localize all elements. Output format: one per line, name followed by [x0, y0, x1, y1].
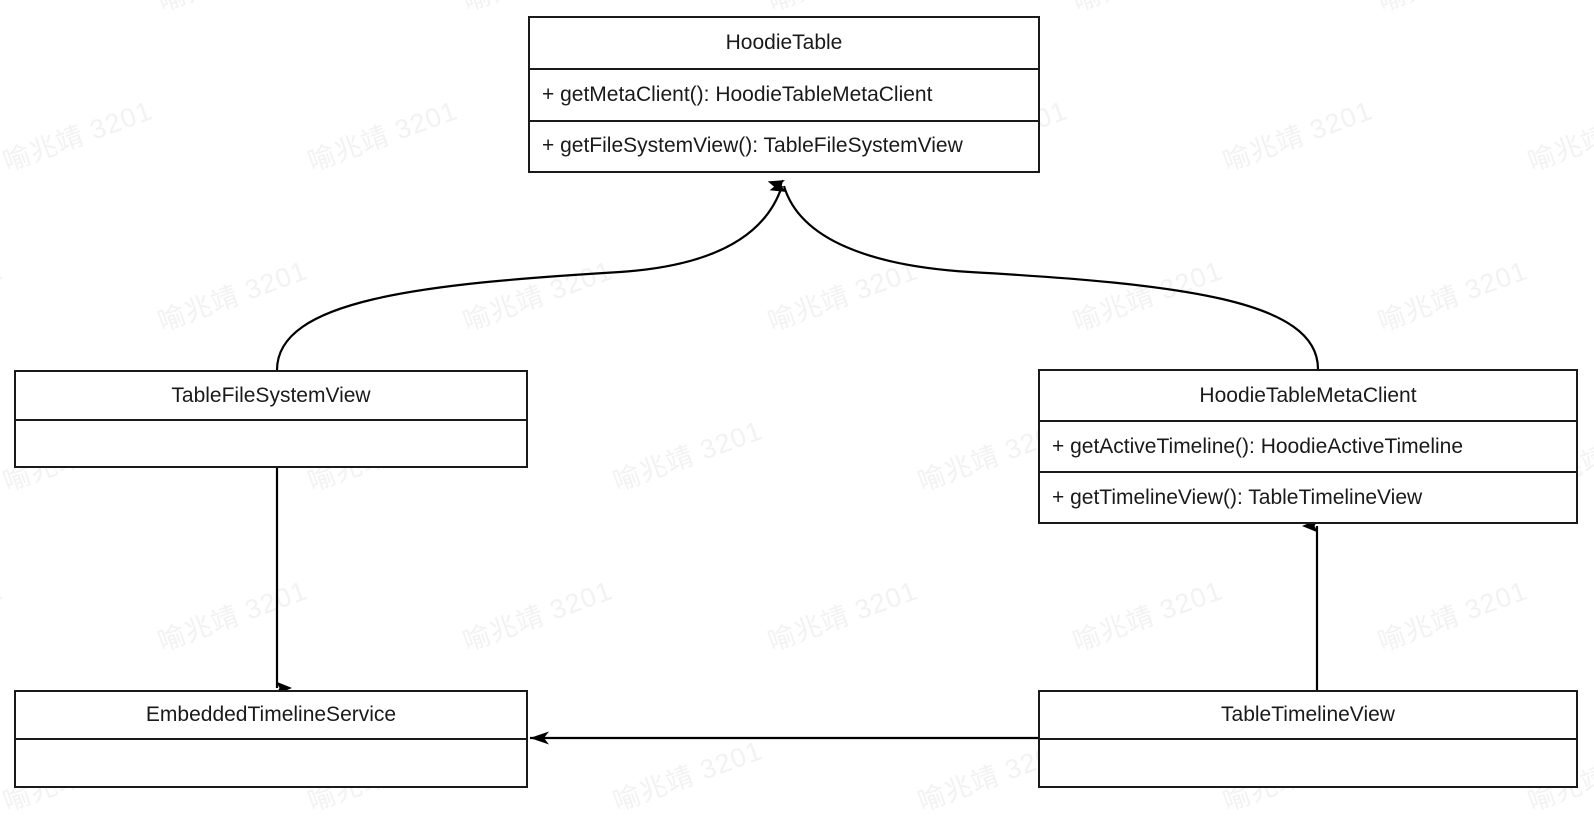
watermark-tile: 喻兆靖 3201 [609, 735, 767, 818]
watermark-tile: 喻兆靖 3201 [1069, 255, 1227, 338]
watermark-tile: 喻兆靖 3201 [304, 95, 462, 178]
watermark-tile: 喻兆靖 3201 [0, 0, 7, 19]
watermark-tile: 喻兆靖 3201 [459, 575, 617, 658]
class-members-table-file-system-view [16, 421, 526, 466]
class-member: + getTimelineView(): TableTimelineView [1040, 471, 1576, 522]
class-members-hoodie-table: + getMetaClient(): HoodieTableMetaClient… [530, 70, 1038, 171]
watermark-tile: 喻兆靖 3201 [1524, 95, 1594, 178]
class-members-embedded-timeline-service [16, 740, 526, 786]
class-name-table-timeline-view: TableTimelineView [1040, 692, 1576, 740]
class-member: + getFileSystemView(): TableFileSystemVi… [530, 119, 1038, 172]
class-box-embedded-timeline-service[interactable]: EmbeddedTimelineService [14, 690, 528, 788]
class-box-table-file-system-view[interactable]: TableFileSystemView [14, 370, 528, 468]
class-name-hoodie-table-meta-client: HoodieTableMetaClient [1040, 371, 1576, 422]
watermark-tile: 喻兆靖 3201 [154, 255, 312, 338]
class-members-hoodie-table-meta-client: + getActiveTimeline(): HoodieActiveTimel… [1040, 422, 1576, 522]
class-box-table-timeline-view[interactable]: TableTimelineView [1038, 690, 1578, 788]
watermark-tile: 喻兆靖 3201 [152, 0, 312, 19]
watermark-tile: 喻兆靖 3201 [1219, 95, 1377, 178]
class-box-hoodie-table-meta-client[interactable]: HoodieTableMetaClient + getActiveTimelin… [1038, 369, 1578, 524]
watermark-tile: 喻兆靖 3201 [1372, 0, 1532, 19]
watermark-tile: 喻兆靖 3201 [764, 255, 922, 338]
class-member: + getActiveTimeline(): HoodieActiveTimel… [1052, 434, 1464, 458]
watermark-tile: 喻兆靖 3201 [609, 415, 767, 498]
class-name-embedded-timeline-service: EmbeddedTimelineService [16, 692, 526, 740]
watermark-tile: 喻兆靖 3201 [1374, 255, 1532, 338]
class-members-table-timeline-view [1040, 740, 1576, 786]
watermark-tile: 喻兆靖 3201 [459, 255, 617, 338]
watermark-tile: 喻兆靖 3201 [1374, 575, 1532, 658]
class-name-hoodie-table: HoodieTable [530, 18, 1038, 70]
watermark-tile: 喻兆靖 3201 [764, 575, 922, 658]
watermark-tile: 喻兆靖 3201 [0, 575, 7, 657]
watermark-tile: 喻兆靖 3201 [154, 575, 312, 658]
watermark-tile: 喻兆靖 3201 [0, 255, 7, 337]
class-box-hoodie-table[interactable]: HoodieTable + getMetaClient(): HoodieTab… [528, 16, 1040, 173]
watermark-tile: 喻兆靖 3201 [0, 95, 157, 178]
class-member: + getMetaClient(): HoodieTableMetaClient [542, 82, 933, 106]
edge-tablefilesystemview-to-hoodietable [275, 180, 785, 371]
watermark-tile: 喻兆靖 3201 [1069, 575, 1227, 658]
watermark-tile: 喻兆靖 3201 [1067, 0, 1227, 19]
edge-hoodietablemetaclient-to-hoodietable [769, 179, 1320, 370]
class-name-table-file-system-view: TableFileSystemView [16, 372, 526, 421]
